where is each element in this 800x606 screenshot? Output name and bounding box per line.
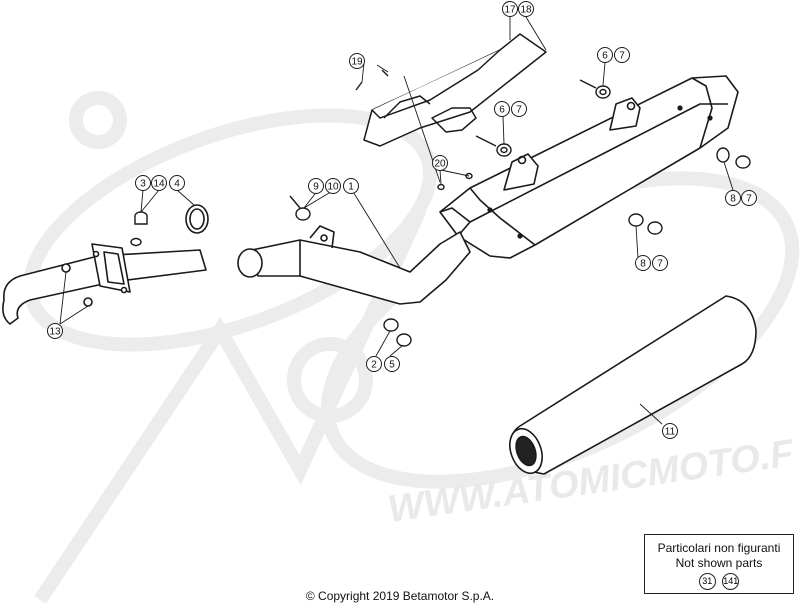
callout-8: 8 <box>725 190 741 206</box>
legend-ref-badge: 141 <box>722 573 740 590</box>
callout-label: 14 <box>153 179 165 190</box>
callout-8: 8 <box>635 255 651 271</box>
callout-6: 6 <box>494 101 510 117</box>
legend-refs: 31 141 <box>645 571 793 590</box>
callout-13: 13 <box>47 323 63 339</box>
legend-title-italian: Particolari non figuranti <box>657 541 781 555</box>
callout-label: 7 <box>746 194 752 205</box>
callout-19: 19 <box>349 53 365 69</box>
callout-label: 7 <box>619 51 625 62</box>
muffler-silencer <box>439 75 739 259</box>
plug <box>130 211 148 247</box>
callout-11: 11 <box>662 423 678 439</box>
callout-5: 5 <box>384 356 400 372</box>
callout-label: 6 <box>602 51 608 62</box>
callout-label: 2 <box>371 360 377 371</box>
callout-7: 7 <box>652 255 668 271</box>
callout-3: 3 <box>135 175 151 191</box>
callout-6: 6 <box>597 47 613 63</box>
callout-17: 17 <box>502 1 518 17</box>
callout-7: 7 <box>741 190 757 206</box>
legend-title-english: Not shown parts <box>675 556 763 570</box>
callout-label: 20 <box>434 159 446 170</box>
rear-pipe-section <box>237 225 471 305</box>
callout-7: 7 <box>614 47 630 63</box>
callout-label: 7 <box>657 259 663 270</box>
callout-label: 18 <box>520 5 532 16</box>
callout-7: 7 <box>511 101 527 117</box>
not-shown-parts-legend: Particolari non figuranti Not shown part… <box>644 534 794 594</box>
callouts: 17 18 19 6 7 6 7 20 3 14 4 9 10 1 8 7 8 … <box>47 1 757 439</box>
callout-label: 5 <box>389 360 395 371</box>
silencer-insulation-tube <box>509 295 757 475</box>
callout-18: 18 <box>518 1 534 17</box>
callout-9: 9 <box>308 178 324 194</box>
callout-10: 10 <box>325 178 341 194</box>
callout-label: 8 <box>640 259 646 270</box>
callout-1: 1 <box>343 178 359 194</box>
callout-label: 4 <box>174 179 180 190</box>
gasket-ring <box>185 204 209 234</box>
callout-20: 20 <box>432 155 448 171</box>
callout-label: 19 <box>351 57 363 68</box>
callout-label: 13 <box>49 327 61 338</box>
callout-label: 8 <box>730 194 736 205</box>
callout-2: 2 <box>366 356 382 372</box>
callout-4: 4 <box>169 175 185 191</box>
fasteners <box>289 69 751 347</box>
heat-shield-bracket <box>363 33 547 147</box>
callout-label: 10 <box>327 182 339 193</box>
callout-label: 17 <box>504 5 516 16</box>
callout-label: 6 <box>499 105 505 116</box>
callout-label: 11 <box>665 427 676 438</box>
callout-label: 9 <box>313 182 319 193</box>
callout-label: 1 <box>348 182 354 193</box>
callout-14: 14 <box>151 175 167 191</box>
header-pipe <box>2 243 207 325</box>
callout-label: 7 <box>516 105 522 116</box>
callout-label: 3 <box>140 179 146 190</box>
copyright-footer: © Copyright 2019 Betamotor S.p.A. <box>305 589 495 603</box>
legend-ref-badge: 31 <box>698 573 716 590</box>
